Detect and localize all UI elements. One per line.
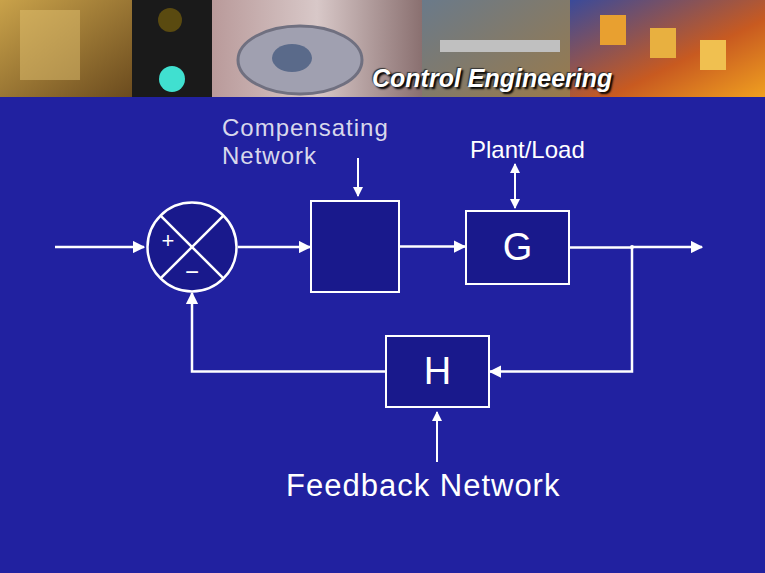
leader-arrow xyxy=(436,412,438,462)
block-symbol: G xyxy=(467,212,568,283)
node-heading: Feedback Network xyxy=(286,468,560,504)
leader-arrow xyxy=(514,164,516,208)
lens-shape xyxy=(272,44,312,72)
chip-shape xyxy=(650,28,676,58)
photo-detail xyxy=(20,10,80,80)
signal-arrow xyxy=(238,246,310,249)
leader-arrow xyxy=(357,158,359,196)
feedback-box: HFeedback Network xyxy=(385,335,490,408)
node-heading: Compensating Network xyxy=(222,114,397,169)
block-symbol: H xyxy=(387,337,488,406)
lamp xyxy=(158,8,182,32)
lamp xyxy=(159,66,185,92)
signal-arrow xyxy=(400,245,465,248)
input-arrow xyxy=(55,246,144,249)
signal-arrow xyxy=(192,293,385,372)
banner-ground xyxy=(0,0,765,97)
lens-shape xyxy=(238,26,362,94)
minus-sign: − xyxy=(185,260,199,284)
compensating-box: Compensating Network xyxy=(310,200,400,293)
chip-shape xyxy=(600,15,626,45)
banner-title: Control Engineering xyxy=(372,64,612,93)
chip-shape xyxy=(700,40,726,70)
plant-box: GPlant/Load xyxy=(465,210,570,285)
traffic-light-photo xyxy=(132,0,212,97)
output-arrow xyxy=(632,246,702,249)
node-heading: Plant/Load xyxy=(470,136,585,164)
shaft-shape xyxy=(440,40,560,52)
photo-panel xyxy=(0,0,132,97)
plus-sign: + xyxy=(162,230,175,252)
summing-junction: +− xyxy=(146,201,238,293)
